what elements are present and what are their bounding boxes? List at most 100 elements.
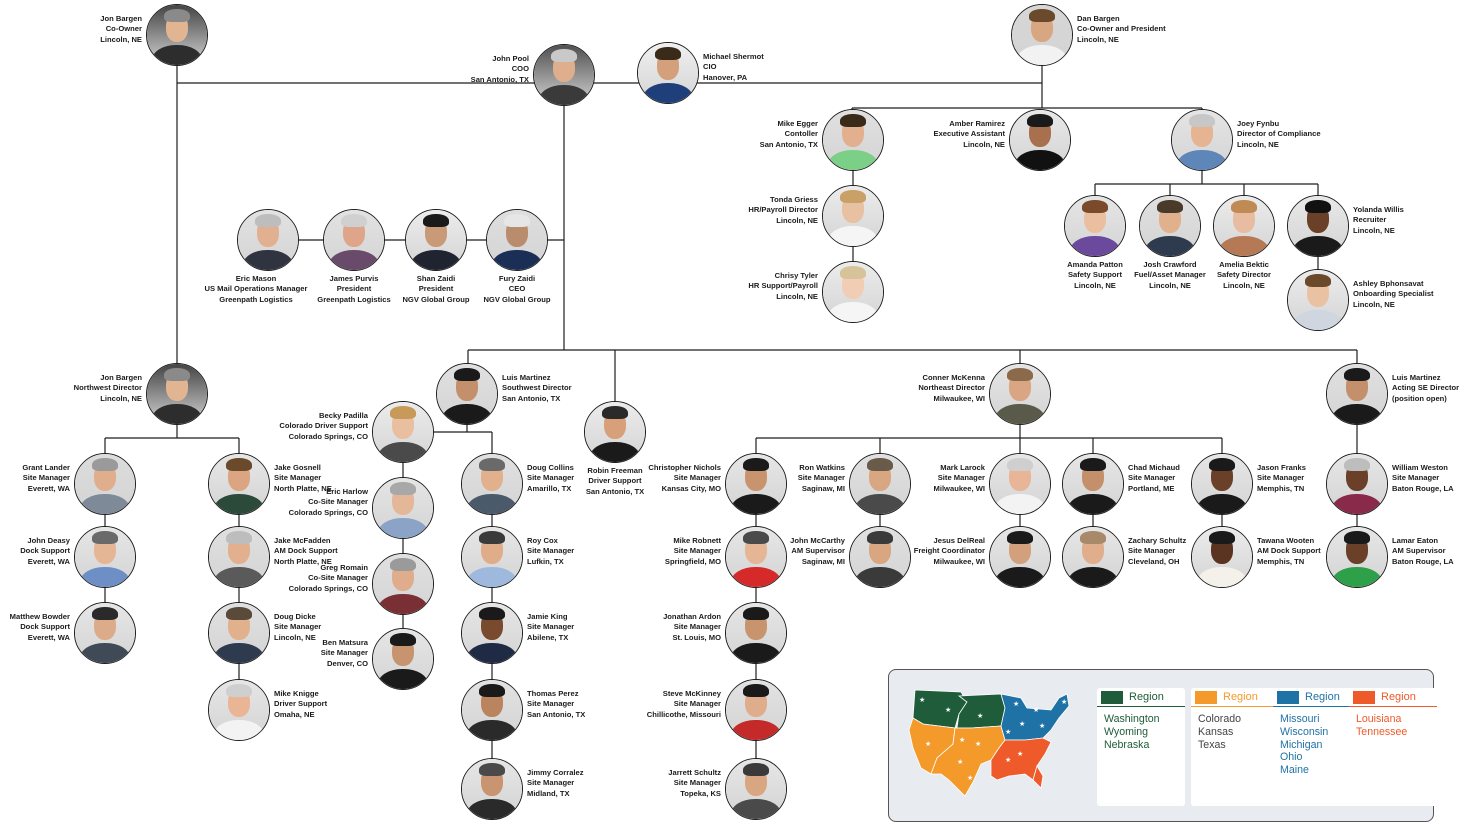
person-title: Southwest Director	[502, 383, 572, 393]
person-name: Tonda Griess	[770, 195, 818, 204]
person-name: Mike Egger	[777, 119, 818, 128]
person-name: Jon Bargen	[100, 14, 142, 23]
avatar-mike-egger	[822, 109, 884, 171]
person-loc: Cleveland, OH	[1128, 556, 1180, 566]
person-loc: Colorado Springs, CO	[288, 431, 368, 441]
person-title: Site Manager	[673, 546, 721, 556]
region-header: Region	[1097, 688, 1185, 707]
avatar-grant	[74, 453, 136, 515]
person-loc: North Platte, NE	[274, 556, 332, 566]
region-swatch	[1277, 690, 1299, 704]
avatar-jonathan	[725, 602, 787, 664]
avatar-jake-m	[208, 526, 270, 588]
person-title: Colorado Driver Support	[279, 421, 368, 431]
person-name: Amanda Patton	[1067, 260, 1123, 269]
avatar-doug-d	[208, 602, 270, 664]
person-name: Amelia Bektic	[1219, 260, 1269, 269]
avatar-jarrett	[725, 758, 787, 820]
avatar-jamie	[461, 602, 523, 664]
avatar-john-d	[74, 526, 136, 588]
person-loc: San Antonio, TX	[502, 393, 561, 403]
avatar-becky	[372, 401, 434, 463]
person-name: Conner McKenna	[922, 373, 985, 382]
region-state: Kansas	[1198, 725, 1234, 738]
person-name: Lamar Eaton	[1392, 536, 1438, 545]
person-loc: Kansas City, MO	[661, 483, 721, 493]
avatar-tonda	[822, 185, 884, 247]
avatar-chrisy	[822, 261, 884, 323]
person-loc: Lincoln, NE	[1074, 280, 1116, 290]
person-title: CEO	[508, 284, 526, 294]
person-title: Site Manager	[527, 473, 575, 483]
person-loc: Lincoln, NE	[1353, 225, 1395, 235]
person-name: Yolanda Willis	[1353, 205, 1404, 214]
person-name: Jamie King	[527, 612, 568, 621]
person-name: Shan Zaidi	[416, 274, 456, 283]
person-title: Dock Support	[20, 546, 70, 556]
person-name: Greg Romain	[320, 563, 368, 572]
person-name: Thomas Perez	[527, 689, 579, 698]
avatar-jason	[1191, 453, 1253, 515]
person-loc: Lincoln, NE	[274, 632, 316, 642]
person-loc: Everett, WA	[27, 632, 70, 642]
svg-text:★: ★	[1019, 720, 1025, 728]
person-title: CIO	[703, 62, 717, 72]
person-loc: Topeka, KS	[680, 788, 721, 798]
person-title: Site Manager	[527, 778, 575, 788]
avatar-mike-k	[208, 679, 270, 741]
person-title: Recruiter	[1353, 215, 1387, 225]
avatar-roy	[461, 526, 523, 588]
person-name: James Purvis	[329, 274, 379, 283]
person-loc: NGV Global Group	[402, 294, 470, 304]
person-name: Eric Harlow	[326, 487, 368, 496]
region-swatch	[1353, 690, 1375, 704]
person-name: Ben Matsura	[322, 638, 368, 647]
region-state: Tennessee	[1356, 725, 1408, 738]
person-loc: Chillicothe, Missouri	[646, 709, 721, 719]
person-loc: Saginaw, MI	[801, 483, 845, 493]
avatar-doug-c	[461, 453, 523, 515]
avatar-james	[323, 209, 385, 271]
person-title: Site Manager	[320, 648, 368, 658]
person-name: Grant Lander	[22, 463, 70, 472]
person-title: Driver Support	[588, 476, 642, 486]
svg-text:★: ★	[1017, 750, 1023, 758]
person-title: Northeast Director	[918, 383, 985, 393]
person-name: John McCarthy	[790, 536, 845, 545]
person-name: John Pool	[492, 54, 529, 63]
person-title: Site Manager	[274, 473, 322, 483]
person-loc: Lincoln, NE	[776, 215, 818, 225]
person-loc: Omaha, NE	[274, 709, 315, 719]
person-loc: Lincoln, NE	[1149, 280, 1191, 290]
region-state: Wyoming	[1104, 725, 1149, 738]
avatar-jimmy	[461, 758, 523, 820]
person-title: Director of Compliance	[1237, 129, 1321, 139]
person-title: Site Manager	[527, 699, 575, 709]
person-name: Eric Mason	[235, 274, 277, 283]
person-loc: Everett, WA	[27, 483, 70, 493]
person-title: Site Manager	[1257, 473, 1305, 483]
person-loc: North Platte, NE	[274, 483, 332, 493]
